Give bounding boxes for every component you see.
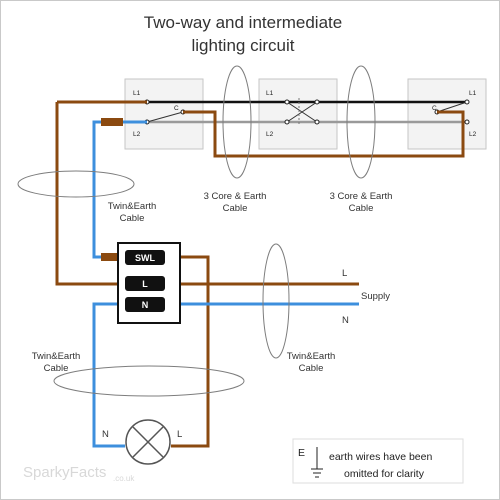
intermediate-switch	[258, 78, 338, 150]
lamp-neutral-wire	[92, 302, 125, 448]
middle-switch-l1-label: L1	[266, 90, 274, 97]
right-switch-contact	[436, 101, 468, 113]
terminal-dot	[284, 119, 290, 125]
cable-label-twin-earth-top-2: Cable	[120, 213, 145, 224]
brown-sleeve-top	[101, 118, 123, 126]
right-switch-l2-label: L2	[469, 131, 477, 138]
terminal-l	[125, 276, 165, 291]
lamp-n-label: N	[102, 429, 109, 440]
left-switch-l1-label: L1	[133, 90, 141, 97]
left-switch-c-label: C	[174, 105, 179, 112]
earth-note-box	[292, 438, 464, 484]
title-line2: lighting circuit	[192, 36, 295, 55]
terminal-dot	[464, 99, 470, 105]
supply-live-wire	[55, 102, 359, 286]
supply-n-label: N	[342, 315, 349, 326]
terminal-swl-label: SWL	[135, 253, 155, 263]
earth-note-line2: omitted for clarity	[344, 468, 425, 480]
watermark-tld: .co.uk	[113, 474, 135, 483]
terminal-dot	[314, 119, 320, 125]
cable-label-twin-earth-top-1: Twin&Earth	[108, 201, 157, 212]
two-way-switch-right	[407, 78, 487, 150]
earth-symbol-icon	[311, 447, 323, 478]
cable-ring-twin-earth-top	[17, 170, 135, 198]
lamp-cross-b	[132, 426, 164, 458]
cable-label-3core-1-line2: Cable	[223, 203, 248, 214]
switch-return-neutral-wire	[92, 120, 101, 259]
terminal-swl	[125, 250, 165, 265]
terminal-l-label: L	[142, 279, 148, 289]
left-switch-l2-label: L2	[133, 131, 141, 138]
earth-note-e-label: E	[298, 447, 305, 459]
right-switch-l1-label: L1	[469, 90, 477, 97]
terminal-dot	[464, 119, 470, 125]
supply-label: Supply	[361, 291, 390, 302]
supply-l-label: L	[342, 268, 347, 279]
cable-label-3core-1-line1: 3 Core & Earth	[204, 191, 267, 202]
two-way-switch-left	[124, 78, 204, 150]
cable-label-twin-earth-left-2: Cable	[44, 363, 69, 374]
brown-sleeve-rose	[101, 253, 123, 261]
terminal-n	[125, 297, 165, 312]
cable-label-twin-earth-left-1: Twin&Earth	[32, 351, 81, 362]
cable-label-twin-earth-supply-2: Cable	[299, 363, 324, 374]
earth-note-line1: earth wires have been	[329, 451, 432, 463]
terminal-dot	[284, 99, 290, 105]
middle-switch-l2-label: L2	[266, 131, 274, 138]
terminal-n-label: N	[142, 300, 149, 310]
cable-ring-twin-earth-supply	[262, 243, 290, 359]
lamp-l-label: L	[177, 429, 182, 440]
cable-label-3core-2-line1: 3 Core & Earth	[330, 191, 393, 202]
cable-ring-3core-1	[222, 65, 252, 179]
left-switch-contact	[146, 111, 184, 123]
common-return-wire	[183, 110, 465, 158]
right-switch-c-label: C	[432, 105, 437, 112]
cable-ring-3core-2	[346, 65, 376, 179]
cable-label-3core-2-line2: Cable	[349, 203, 374, 214]
middle-switch-contact-b	[286, 101, 318, 123]
title-line1: Two-way and intermediate	[144, 13, 342, 32]
terminal-dot	[314, 99, 320, 105]
watermark-brand: SparkyFacts	[23, 464, 106, 481]
cable-label-twin-earth-supply-1: Twin&Earth	[287, 351, 336, 362]
cable-ring-twin-earth-left	[53, 365, 245, 397]
